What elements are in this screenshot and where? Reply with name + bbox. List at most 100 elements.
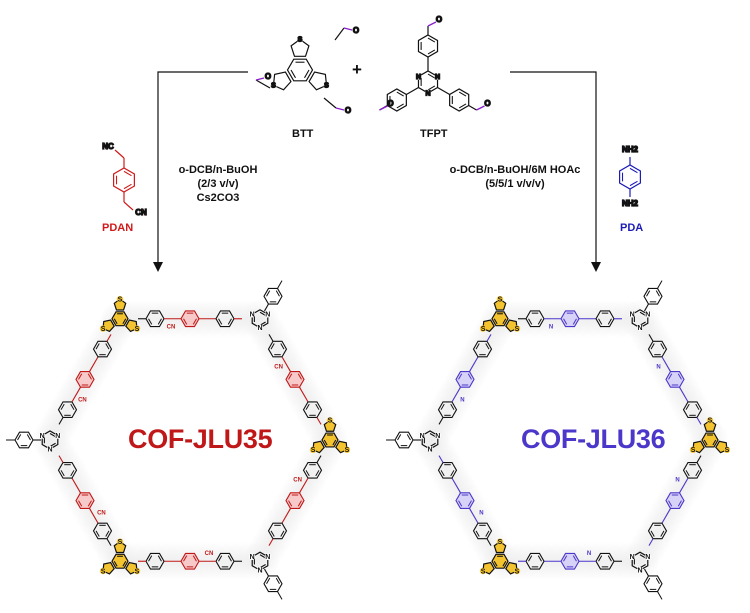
double-bond <box>148 318 153 325</box>
edge-phenyl <box>437 461 458 479</box>
sulfur-mask <box>133 325 141 332</box>
sulfur-mask <box>296 36 304 43</box>
btt-node-4: SSS <box>479 538 521 575</box>
tfpt-oxygen-0: O <box>436 15 442 24</box>
pda-label: PDA <box>620 222 644 234</box>
double-bond <box>629 180 638 187</box>
double-bond <box>123 183 132 190</box>
framework-edge-4: CN <box>57 455 113 546</box>
double-bond <box>183 555 188 562</box>
edge-bond <box>71 386 81 403</box>
tfpt-phenyl-1 <box>386 88 407 112</box>
double-bond <box>266 290 271 297</box>
btt-node-0: SSS <box>99 295 141 333</box>
double-bond <box>695 403 700 410</box>
btt-label: BTT <box>292 128 314 140</box>
aldehyde-carbonyl-2 <box>335 107 345 111</box>
double-bond <box>607 555 612 562</box>
nitrogen-mask <box>249 553 256 560</box>
pda-amine-top: NH2 <box>622 145 639 154</box>
edge-phenyl <box>302 461 323 479</box>
edge-phenyl <box>92 340 113 358</box>
double-bond <box>113 318 118 325</box>
double-bond <box>475 530 480 537</box>
sulfur-atom: S <box>515 326 520 333</box>
edge-bond <box>438 417 444 425</box>
edge-phenyl <box>525 552 545 570</box>
double-bond <box>113 560 118 567</box>
double-bond <box>157 555 162 562</box>
nitrogen-mask <box>424 89 432 97</box>
cyano-group: CN <box>167 324 176 330</box>
nitrogen-mask <box>644 311 651 318</box>
double-bond <box>26 434 31 441</box>
edge-phenyl <box>682 461 703 479</box>
edge-bond <box>58 455 64 463</box>
edge-bond <box>648 334 654 342</box>
nitrogen-atom: N <box>265 312 270 319</box>
left-condition-base: Cs2CO3 <box>196 192 240 204</box>
sulfur-mask <box>689 446 697 453</box>
double-bond <box>485 343 490 350</box>
double-bond <box>280 343 285 350</box>
double-bond <box>467 373 472 380</box>
imine-nitrogen: N <box>675 478 679 484</box>
edge-phenyl <box>595 552 615 570</box>
double-bond <box>78 373 83 380</box>
framework-edge-3: CN <box>138 551 242 570</box>
edge-bond <box>316 417 322 425</box>
sulfur-mask <box>323 82 330 89</box>
edge-phenyl <box>92 522 113 540</box>
nitrogen-mask <box>46 445 54 453</box>
double-bond <box>122 318 127 325</box>
double-bond <box>427 37 436 43</box>
edge-bond <box>281 356 291 372</box>
double-bond <box>60 470 65 477</box>
double-bond <box>668 373 673 380</box>
aldehyde-linker-2 <box>323 97 337 109</box>
left-condition-ratio: (2/3 v/v) <box>197 178 239 190</box>
edge-phenyl <box>302 401 323 419</box>
imine-nitrogen: N <box>549 324 553 330</box>
double-bond <box>266 577 271 585</box>
imine-nitrogen: N <box>479 511 483 517</box>
double-bond <box>427 73 436 79</box>
double-bond <box>537 318 542 325</box>
edge-bond <box>451 386 461 403</box>
sulfur-mask <box>270 82 277 89</box>
sulfur-mask <box>479 567 487 575</box>
tfpt-link-2 <box>437 86 450 96</box>
tfpt-carbonyl-0 <box>427 21 437 27</box>
nitrogen-mask <box>636 324 644 331</box>
double-bond <box>677 500 682 507</box>
pdan-cn-bond-top <box>114 149 125 159</box>
double-bond <box>227 318 232 325</box>
sulfur-atom: S <box>328 418 333 425</box>
nitrogen-atom: N <box>416 74 421 81</box>
double-bond <box>123 170 132 177</box>
double-bond <box>660 530 665 537</box>
btt-fused-core: SSS <box>270 36 330 91</box>
double-bond <box>646 577 651 585</box>
double-bond <box>629 167 638 174</box>
nitrogen-mask <box>636 567 644 574</box>
double-bond <box>655 290 660 297</box>
nitrogen-atom: N <box>435 74 440 81</box>
sulfur-mask <box>116 295 124 303</box>
sulfur-mask <box>513 567 521 575</box>
edge-bond <box>89 508 99 524</box>
aldehyde-carbonyl-0 <box>343 27 353 31</box>
edge-phenyl <box>57 461 78 479</box>
nitrogen-atom: N <box>427 446 432 453</box>
double-bond <box>598 318 603 325</box>
double-bond <box>87 500 92 507</box>
double-bond <box>297 373 302 380</box>
nitrogen-atom: N <box>435 433 440 440</box>
double-bond <box>450 470 455 477</box>
double-bond <box>218 318 223 325</box>
double-bond <box>458 500 463 507</box>
nitrogen-mask <box>419 432 426 439</box>
edge-bond <box>486 334 492 342</box>
